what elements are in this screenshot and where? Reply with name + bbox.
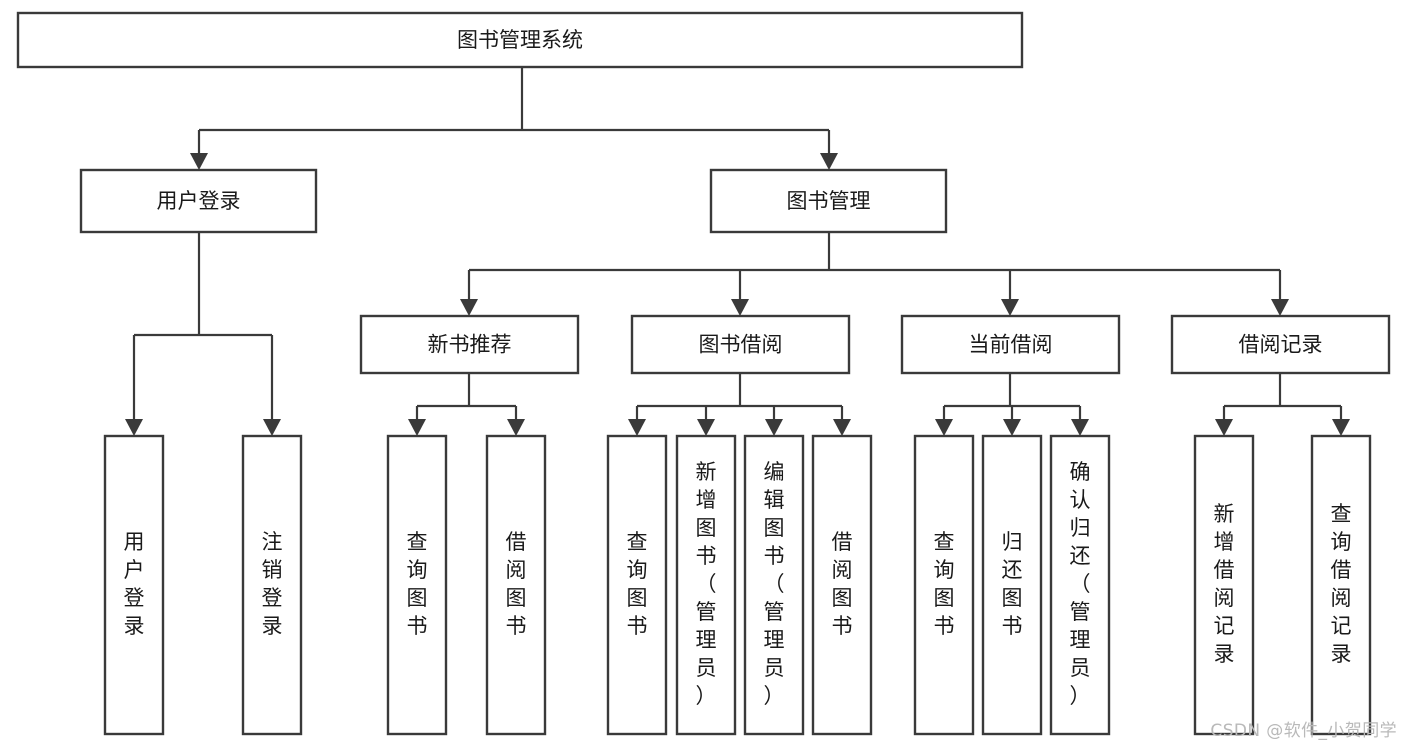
- connector-layer: [125, 67, 1350, 436]
- node-box: [16, 11, 1024, 69]
- connector-user-login-to-leaves: [125, 232, 281, 436]
- node-box: [485, 434, 547, 736]
- connector-arrowhead: [1071, 419, 1089, 436]
- node-label: 用户登录: [124, 530, 145, 638]
- connector-arrowhead: [628, 419, 646, 436]
- node-leaf-query-book-rec[interactable]: 查询图书: [386, 434, 448, 736]
- connector-arrowhead: [935, 419, 953, 436]
- node-label: 借阅图书: [506, 530, 527, 638]
- node-box: [900, 314, 1121, 375]
- node-box: [913, 434, 975, 736]
- connector-new-book-recommend-to-leaves: [408, 373, 525, 436]
- node-label: 归还图书: [1002, 530, 1023, 638]
- node-box: [1049, 434, 1111, 736]
- node-leaf-add-borrow-record[interactable]: 新增借阅记录: [1193, 434, 1255, 736]
- node-label: 当前借阅: [969, 333, 1053, 357]
- node-label: 借阅记录: [1239, 333, 1323, 357]
- node-label: 查询图书: [627, 530, 648, 638]
- node-label: 查询图书: [407, 530, 428, 638]
- connector-arrowhead: [1332, 419, 1350, 436]
- connector-current-borrow-to-leaves: [935, 373, 1089, 436]
- node-box: [709, 168, 948, 234]
- connector-arrowhead: [833, 419, 851, 436]
- node-box: [743, 434, 805, 736]
- node-current-borrow[interactable]: 当前借阅: [900, 314, 1121, 375]
- connector-arrowhead: [190, 153, 208, 170]
- connector-arrowhead: [765, 419, 783, 436]
- connector-arrowhead: [125, 419, 143, 436]
- node-box: [981, 434, 1043, 736]
- connector-arrowhead: [1001, 299, 1019, 316]
- connector-arrowhead: [408, 419, 426, 436]
- node-layer: 图书管理系统用户登录图书管理新书推荐图书借阅当前借阅借阅记录用户登录注销登录查询…: [16, 11, 1391, 736]
- connector-arrowhead: [1215, 419, 1233, 436]
- connector-arrowhead: [1271, 299, 1289, 316]
- node-box: [606, 434, 668, 736]
- connector-borrow-record-to-leaves: [1215, 373, 1350, 436]
- node-label: 注销登录: [262, 530, 283, 638]
- connector-book-borrow-to-leaves: [628, 373, 851, 436]
- node-label: 新增借阅记录: [1214, 502, 1235, 666]
- node-root-system[interactable]: 图书管理系统: [16, 11, 1024, 69]
- node-leaf-user-login[interactable]: 用户登录: [103, 434, 165, 736]
- connector-root-to-level1: [190, 67, 838, 170]
- node-leaf-borrow-book[interactable]: 借阅图书: [811, 434, 873, 736]
- connector-book-manage-to-level2: [460, 232, 1289, 316]
- node-user-login[interactable]: 用户登录: [79, 168, 318, 234]
- node-new-book-recommend[interactable]: 新书推荐: [359, 314, 580, 375]
- node-box: [241, 434, 303, 736]
- node-label: 新书推荐: [428, 333, 512, 357]
- node-box: [1193, 434, 1255, 736]
- connector-arrowhead: [731, 299, 749, 316]
- node-label: 图书管理: [787, 189, 871, 213]
- connector-arrowhead: [697, 419, 715, 436]
- node-leaf-query-borrow-record[interactable]: 查询借阅记录: [1310, 434, 1372, 736]
- node-box: [359, 314, 580, 375]
- node-box: [1170, 314, 1391, 375]
- connector-arrowhead: [820, 153, 838, 170]
- node-box: [1310, 434, 1372, 736]
- node-book-borrow[interactable]: 图书借阅: [630, 314, 851, 375]
- node-leaf-query-book-current[interactable]: 查询图书: [913, 434, 975, 736]
- node-label: 查询图书: [934, 530, 955, 638]
- node-label: 图书借阅: [699, 333, 783, 357]
- node-leaf-edit-book-admin[interactable]: 编辑图书（管理员）: [743, 434, 805, 736]
- node-leaf-add-book-admin[interactable]: 新增图书（管理员）: [675, 434, 737, 736]
- node-box: [630, 314, 851, 375]
- node-leaf-query-book-borrow[interactable]: 查询图书: [606, 434, 668, 736]
- node-box: [811, 434, 873, 736]
- connector-arrowhead: [263, 419, 281, 436]
- connector-arrowhead: [1003, 419, 1021, 436]
- node-book-manage[interactable]: 图书管理: [709, 168, 948, 234]
- node-label: 借阅图书: [832, 530, 853, 638]
- node-label: 图书管理系统: [457, 28, 583, 52]
- connector-arrowhead: [460, 299, 478, 316]
- node-box: [103, 434, 165, 736]
- node-label: 编辑图书（管理员）: [764, 460, 785, 708]
- node-leaf-confirm-return-admin[interactable]: 确认归还（管理员）: [1049, 434, 1111, 736]
- node-leaf-user-logout[interactable]: 注销登录: [241, 434, 303, 736]
- node-label: 新增图书（管理员）: [696, 460, 717, 708]
- node-box: [79, 168, 318, 234]
- node-leaf-return-book[interactable]: 归还图书: [981, 434, 1043, 736]
- node-label: 确认归还（管理员）: [1070, 460, 1091, 708]
- node-borrow-record[interactable]: 借阅记录: [1170, 314, 1391, 375]
- node-label: 用户登录: [157, 189, 241, 213]
- node-label: 查询借阅记录: [1331, 502, 1352, 666]
- node-box: [675, 434, 737, 736]
- node-box: [386, 434, 448, 736]
- node-leaf-borrow-book-rec[interactable]: 借阅图书: [485, 434, 547, 736]
- connector-arrowhead: [507, 419, 525, 436]
